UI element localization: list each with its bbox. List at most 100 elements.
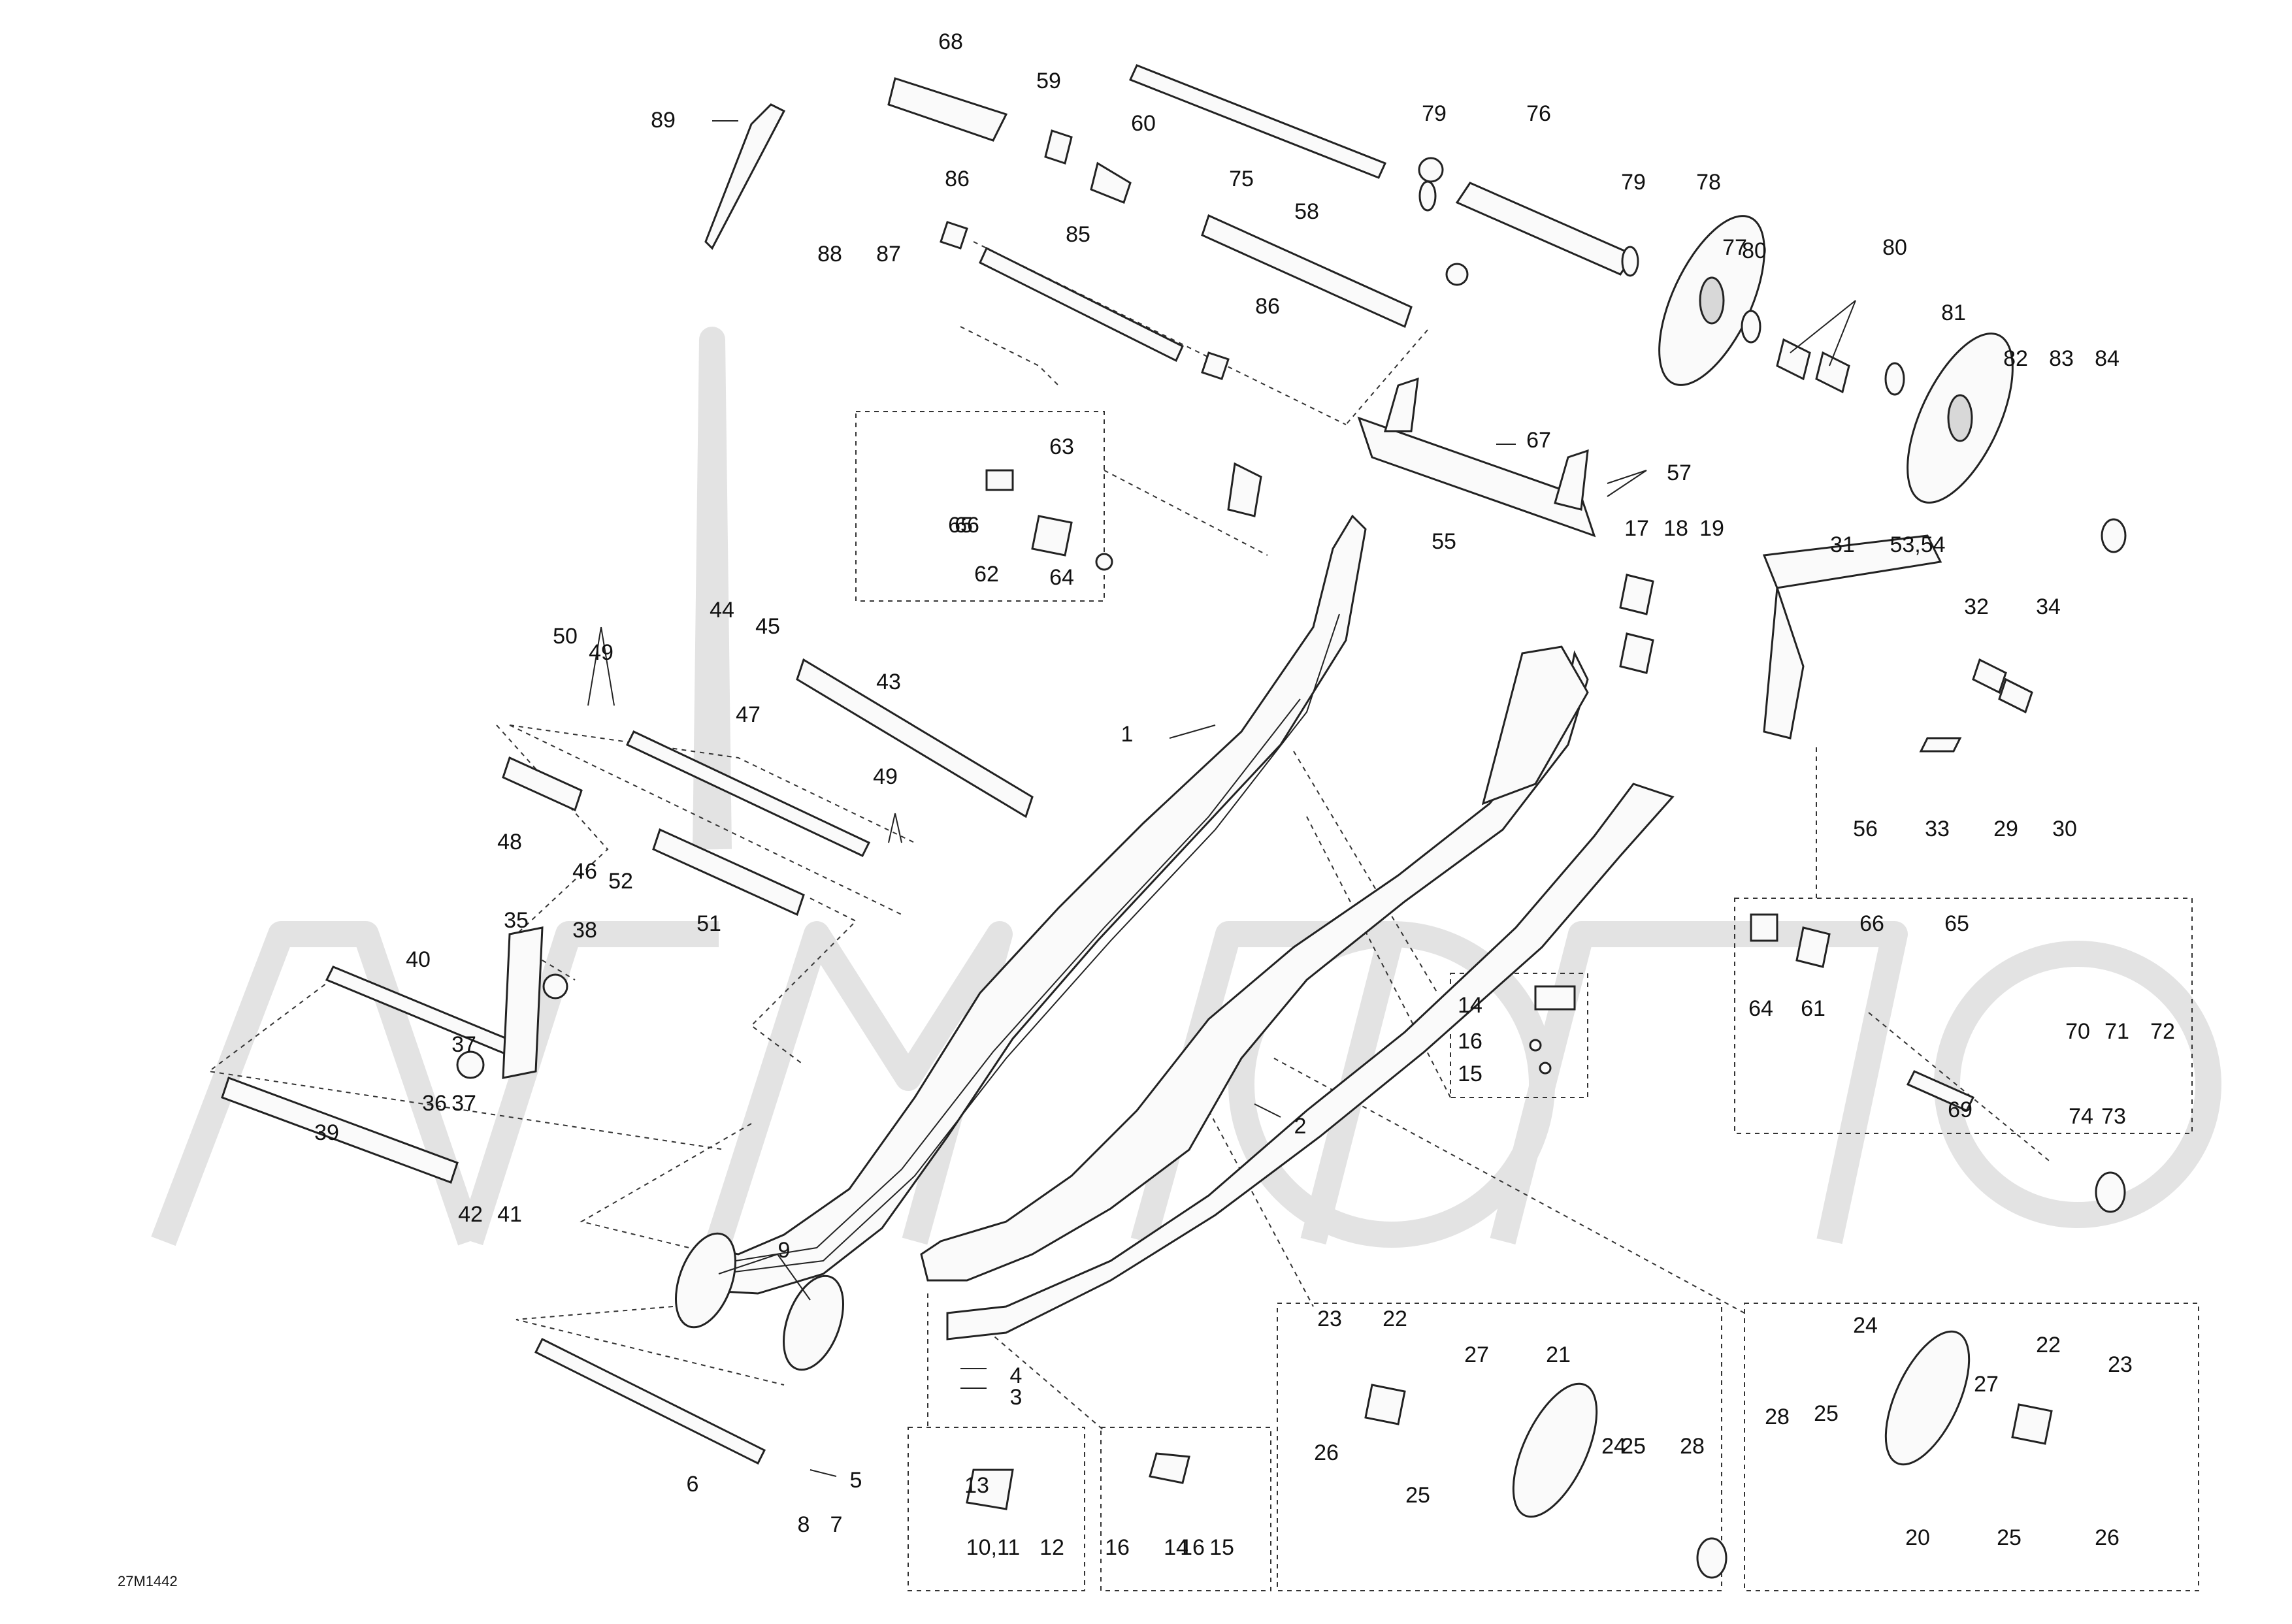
callout-32: 32: [1964, 594, 1989, 619]
callout-53-54: 53,54: [1890, 532, 1945, 557]
callout-52: 52: [608, 869, 633, 894]
callout-42: 42: [458, 1202, 483, 1227]
callout-1: 1: [1121, 722, 1134, 747]
callout-79: 79: [1422, 101, 1447, 126]
callout-15: 15: [1458, 1062, 1482, 1086]
callout-16: 16: [1105, 1535, 1130, 1560]
callout-10-11: 10,11: [966, 1535, 1021, 1560]
callout-49: 49: [873, 764, 898, 789]
callout-44: 44: [710, 598, 734, 623]
callout-86: 86: [1255, 294, 1280, 319]
callout-65: 65: [1944, 911, 1969, 936]
callout-25: 25: [1621, 1434, 1646, 1459]
callout-88: 88: [817, 242, 842, 267]
callout-15: 15: [1209, 1535, 1234, 1560]
callout-79: 79: [1621, 170, 1646, 195]
callout-66: 66: [955, 513, 979, 538]
callout-50: 50: [553, 624, 578, 649]
callout-60: 60: [1131, 111, 1156, 136]
callout-22: 22: [2036, 1333, 2061, 1357]
callout-5: 5: [850, 1468, 862, 1493]
callout-13: 13: [964, 1473, 989, 1498]
callout-23: 23: [1317, 1307, 1342, 1331]
callout-20: 20: [1905, 1525, 1930, 1550]
callout-80: 80: [1882, 235, 1907, 260]
drawing-code: 27M1442: [118, 1573, 178, 1589]
callout-34: 34: [2036, 594, 2061, 619]
callout-83: 83: [2049, 346, 2074, 371]
wheels: [674, 215, 2127, 1579]
callout-81: 81: [1941, 300, 1966, 325]
callout-77: 77: [1722, 235, 1747, 260]
callout-7: 7: [830, 1512, 843, 1537]
callout-21: 21: [1546, 1342, 1571, 1367]
callout-64: 64: [1748, 996, 1773, 1021]
callout-61: 61: [1801, 996, 1825, 1021]
callout-3: 3: [1010, 1385, 1023, 1410]
callout-70: 70: [2065, 1019, 2090, 1044]
callout-25: 25: [1997, 1525, 2022, 1550]
callout-41: 41: [497, 1202, 522, 1227]
callout-33: 33: [1925, 817, 1950, 841]
callout-72: 72: [2150, 1019, 2175, 1044]
callout-24: 24: [1601, 1434, 1626, 1459]
callout-47: 47: [736, 702, 761, 727]
callout-89: 89: [651, 108, 676, 133]
callout-85: 85: [1066, 222, 1090, 247]
callout-48: 48: [497, 830, 522, 854]
callout-25: 25: [1814, 1401, 1839, 1426]
callout-43: 43: [876, 670, 901, 694]
callout-45: 45: [755, 614, 780, 639]
callout-51: 51: [696, 911, 721, 936]
callout-22: 22: [1383, 1307, 1407, 1331]
callout-59: 59: [1036, 69, 1061, 93]
callout-86: 86: [945, 167, 970, 191]
callout-23: 23: [2108, 1352, 2133, 1377]
callout-28: 28: [1765, 1405, 1790, 1429]
callout-49: 49: [589, 640, 614, 665]
callout-46: 46: [572, 859, 597, 884]
callout-30: 30: [2052, 817, 2077, 841]
callout-67: 67: [1526, 428, 1551, 453]
callout-16: 16: [1180, 1535, 1205, 1560]
callout-18: 18: [1663, 516, 1688, 541]
callout-28: 28: [1680, 1434, 1705, 1459]
callout-71: 71: [2104, 1019, 2129, 1044]
callout-17: 17: [1624, 516, 1649, 541]
callout-9: 9: [778, 1238, 791, 1263]
callout-35: 35: [504, 908, 529, 933]
callout-73: 73: [2101, 1104, 2126, 1129]
callout-76: 76: [1526, 101, 1551, 126]
callout-38: 38: [572, 918, 597, 943]
callout-74: 74: [2069, 1104, 2093, 1129]
callout-27: 27: [1464, 1342, 1489, 1367]
callout-16: 16: [1458, 1029, 1482, 1054]
callout-31: 31: [1830, 532, 1855, 557]
callout-37: 37: [451, 1032, 476, 1057]
hardware: [456, 103, 2053, 1510]
callout-64: 64: [1049, 565, 1074, 590]
callout-14: 14: [1458, 993, 1482, 1018]
rail-1: [698, 514, 1367, 1295]
callout-24: 24: [1853, 1313, 1878, 1338]
callout-4: 4: [1010, 1363, 1023, 1388]
callout-leaders: [587, 120, 1856, 1477]
shafts: [221, 64, 1635, 1465]
rail-2: [920, 645, 1675, 1340]
callout-36: 36: [422, 1091, 447, 1116]
callout-14: 14: [1164, 1535, 1188, 1560]
callout-63: 63: [1049, 434, 1074, 459]
callout-26: 26: [1314, 1440, 1339, 1465]
callout-80: 80: [1742, 238, 1767, 263]
callout-58: 58: [1294, 199, 1319, 224]
callout-39: 39: [314, 1120, 339, 1145]
dashed-groupings: [855, 411, 2199, 1591]
callout-2: 2: [1294, 1114, 1307, 1139]
axle-bracket: [1357, 377, 1596, 538]
callout-84: 84: [2095, 346, 2120, 371]
callout-27: 27: [1974, 1372, 1999, 1397]
callout-56: 56: [1853, 817, 1878, 841]
